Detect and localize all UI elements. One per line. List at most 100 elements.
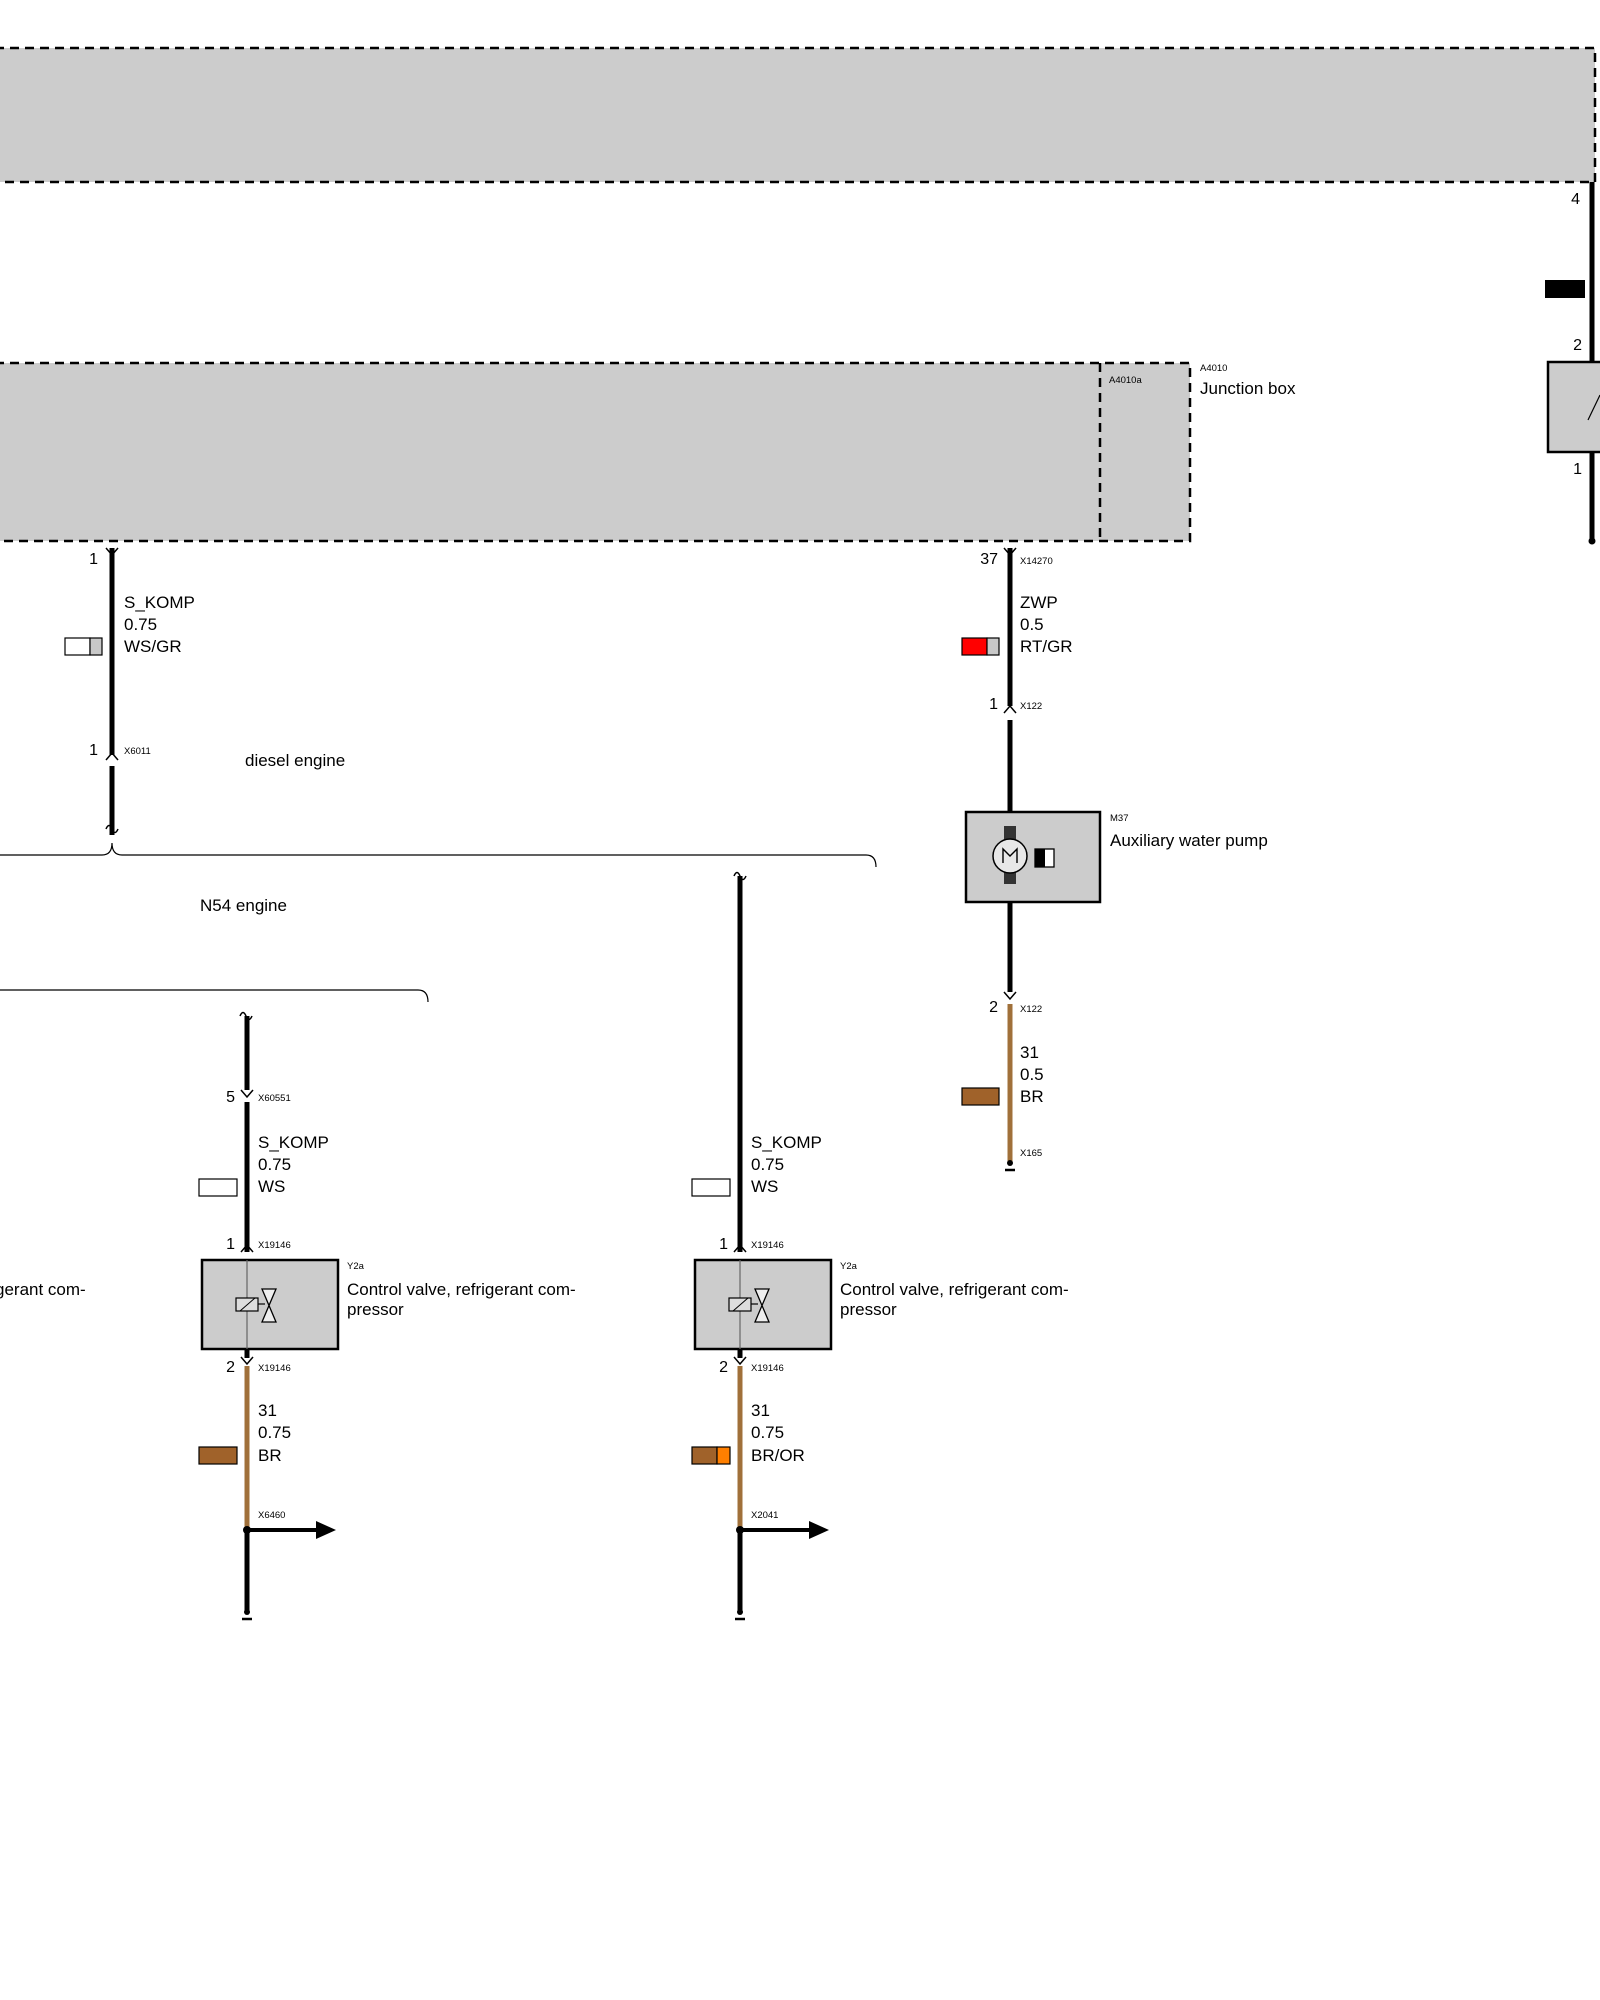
connector-code: X2041 [751,1510,778,1521]
wire-color-swatch [691,1178,731,1197]
connector-code: X165 [1020,1148,1042,1159]
junction-box-code: A4010 [1200,363,1227,374]
junction-box [0,361,1192,543]
connector-chevron [240,1243,254,1253]
wire-cross-section: 0.5 [1020,615,1044,634]
arrow-head-icon [316,1521,336,1539]
pin-label: 37 [980,551,998,568]
wire-break-symbol [105,824,119,834]
pin-label: 1 [719,1236,728,1253]
pin-label: 1 [89,551,98,568]
wire-signal: S_KOMP [258,1133,329,1152]
wire-color-swatch [198,1178,238,1197]
connector-chevron [733,1356,747,1366]
pin-label: 2 [989,999,998,1016]
connector-chevron [733,1243,747,1253]
variant-brace [0,989,429,1003]
wire-color-code: RT/GR [1020,637,1073,656]
wire-cross-section: 0.75 [751,1423,784,1442]
valve-name: pressor [347,1300,404,1319]
junction-box-name: Junction box [1200,379,1296,398]
pump-name: Auxiliary water pump [1110,831,1268,850]
valve-name: Control valve, refrigerant com- [840,1280,1069,1299]
wire-cross-section: 0.75 [258,1423,291,1442]
valve-name: Control valve, refrigerant com- [347,1280,576,1299]
connector-chevron [1003,991,1017,1001]
wire-color-swatch [198,1446,238,1465]
arrow-head-icon [809,1521,829,1539]
pin-label: 1 [989,696,998,713]
variant-label-diesel: diesel engine [245,751,345,770]
valve-code: Y2a [347,1261,365,1272]
pin-label: 2 [719,1359,728,1376]
right-branch: S_KOMP 0.75 WS 1 X19146 Y2a Control valv… [691,871,1069,1621]
wire-s-komp-main: 1 S_KOMP 0.75 WS/GR 1 X6011 [64,547,195,835]
ground-point [1007,1160,1013,1166]
wire-color-swatch [986,637,1000,656]
connector-chevron [240,1089,254,1099]
connector-code: X6460 [258,1510,285,1521]
pin-label: 5 [226,1089,235,1106]
wire-color-code: BR [258,1446,282,1465]
pin-label: 4 [1571,191,1580,208]
ground-point [737,1609,743,1615]
wire-color-swatch-black [1545,280,1585,298]
connector-code: X122 [1020,1004,1042,1015]
top-module-box [0,46,1597,184]
connector-code: X19146 [751,1240,784,1251]
connector-code: X19146 [258,1240,291,1251]
pin-label: 1 [89,742,98,759]
wire-color-code: BR [1020,1087,1044,1106]
left-branch: 5 X60551 S_KOMP 0.75 WS 1 X19146 Y2a Con… [198,1011,576,1621]
wire-color-code: WS [751,1177,778,1196]
valve-name: pressor [840,1300,897,1319]
connector-chevron [1003,547,1017,557]
pin-label: 1 [226,1236,235,1253]
top-right-wire: 4 2 1 [1545,182,1600,545]
wire-signal: ZWP [1020,593,1058,612]
wire-color-swatch [716,1446,731,1465]
wire-color-code: WS [258,1177,285,1196]
variant-label-n54: N54 engine [200,896,287,915]
junction-box-sub-code: A4010a [1109,375,1142,386]
pin-label: 1 [1573,461,1582,478]
valve-icon [261,1288,277,1323]
wire-color-code: WS/GR [124,637,182,656]
connector-chevron [1003,704,1017,714]
wire-color-swatch [89,637,103,656]
pump-code: M37 [1110,813,1128,824]
connector-code: X60551 [258,1093,291,1104]
auxiliary-water-pump: M37 Auxiliary water pump [964,810,1268,904]
wire-signal: S_KOMP [124,593,195,612]
connector-code: X14270 [1020,556,1053,567]
fuse-component-box [1546,360,1600,454]
pin-label: 2 [1573,337,1582,354]
wire-signal: S_KOMP [751,1133,822,1152]
valve-code: Y2a [840,1261,858,1272]
splice-dot [1588,537,1596,545]
connector-code: X19146 [258,1363,291,1374]
wire-color-code: BR/OR [751,1446,805,1465]
connector-chevron [105,751,119,761]
connector-chevron [105,547,119,557]
wire-cross-section: 0.75 [258,1155,291,1174]
wire-signal: 31 [751,1401,770,1420]
wire-pump-ground: 2 X122 31 0.5 BR X165 [961,902,1044,1172]
wire-cross-section: 0.75 [751,1155,784,1174]
pin-label: 2 [226,1359,235,1376]
connector-code: X19146 [751,1363,784,1374]
resistor-icon [1587,394,1600,421]
ground-point [244,1609,250,1615]
variant-brace [0,842,877,868]
connector-code: X6011 [124,746,151,757]
wire-zwp: 37 X14270 ZWP 0.5 RT/GR 1 X122 [961,547,1073,812]
wire-color-swatch [691,1446,718,1465]
wire-color-swatch [64,637,91,656]
connector-code: X122 [1020,701,1042,712]
connector-chevron [240,1356,254,1366]
wire-color-swatch [961,1087,1000,1106]
pump-box [964,810,1102,904]
wire-signal: 31 [1020,1043,1039,1062]
wire-cross-section: 0.5 [1020,1065,1044,1084]
